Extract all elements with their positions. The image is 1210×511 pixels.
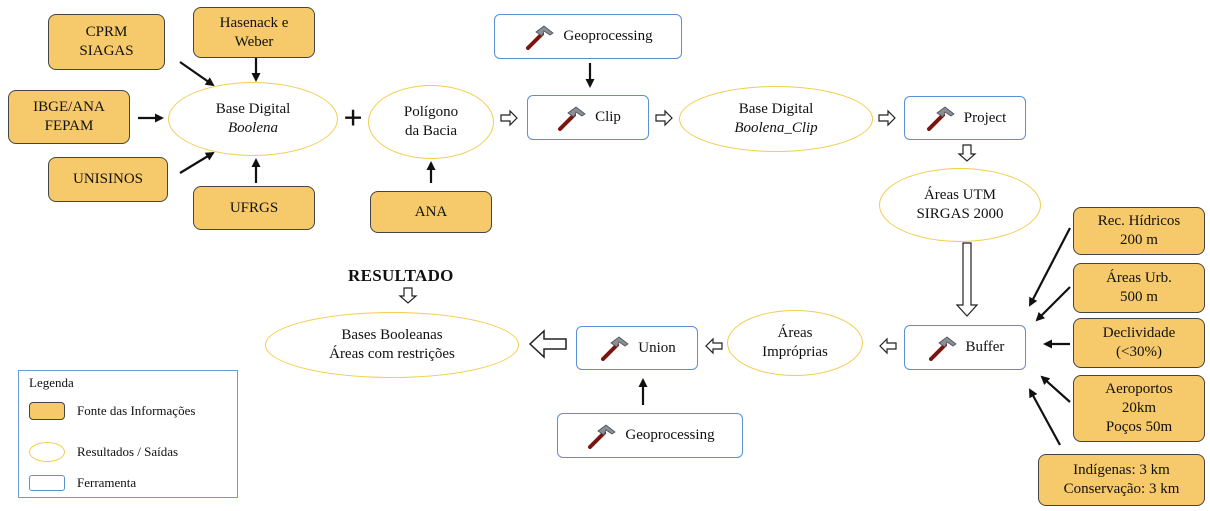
source-declividade-line2: (<30%) [1116,344,1162,360]
source-ufrgs-label: UFRGS [229,199,279,216]
output-base-digital-line1: Base Digital [215,101,291,117]
tool-project[interactable]: Project [904,96,1026,140]
output-base-clip-line1: Base Digital [738,101,814,117]
flow-arrow-project-to-areasutm [957,144,977,162]
source-hasenack-line1: Hasenack e [219,14,289,31]
plus-sign: + [343,99,363,137]
output-bases-booleanas-line2: Áreas com restrições [329,346,455,362]
tool-geoprocessing-top[interactable]: Geoprocessing [494,14,682,59]
source-rechidricos-line2: 200 m [1120,232,1158,248]
flow-arrow-improprias-to-union [705,337,723,355]
source-unisinos-label: UNISINOS [72,171,143,187]
source-areasurb-line1: Áreas Urb. [1106,270,1172,286]
legend-label-tool: Ferramenta [77,475,137,490]
source-ana: ANA [370,191,492,233]
legend-label-source: Fonte das Informações [77,403,196,418]
source-aeroportos-line2: 20km [1121,400,1157,416]
legend-title: Legenda [29,375,74,390]
source-aeroportos-line3: Poços 50m [1105,419,1173,435]
flow-arrow-resultado-down [398,287,418,304]
output-improprias-line2: Impróprias [762,344,828,360]
source-cprm-siagas: CPRM SIAGAS [48,14,165,70]
source-cprm-line2: SIAGAS [79,43,134,59]
tool-union-label: Union [638,339,676,356]
tool-geoprocessing-bottom-label: Geoprocessing [625,427,715,443]
hammer-icon [526,24,555,50]
tool-geoprocessing-bottom[interactable]: Geoprocessing [557,413,743,458]
output-poligono-line1: Polígono [403,104,459,120]
arrow-areasurb-to-buffer [1035,286,1071,322]
legend-label-output: Resultados / Saídas [77,444,179,459]
tool-project-label: Project [963,109,1007,126]
output-areas-utm-line1: Áreas UTM [923,187,997,203]
hammer-icon [588,423,617,449]
tool-union[interactable]: Union [576,326,698,370]
legend-swatch-tool [29,475,65,491]
source-declividade: Declividade (<30%) [1073,318,1205,368]
source-indigenas-line1: Indígenas: 3 km [1073,462,1170,478]
legend-swatch-source [29,402,65,420]
output-improprias-line1: Áreas [777,325,813,341]
source-areasurb-line2: 500 m [1120,289,1158,305]
arrow-aeroportos-to-buffer [1040,375,1071,403]
hammer-icon [926,106,955,131]
source-indigenas-conservacao: Indígenas: 3 km Conservação: 3 km [1038,454,1205,506]
legend-swatch-output [29,442,65,462]
legend-item-source: Fonte das Informações [29,402,195,420]
source-cprm-line1: CPRM [85,24,128,40]
source-hasenack-line2: Weber [234,33,274,50]
source-hasenack-weber: Hasenack e Weber [193,7,315,58]
source-declividade-line1: Declividade [1102,325,1176,341]
flow-arrow-union-to-result [528,329,567,359]
source-rechidricos-line1: Rec. Hídricos [1097,213,1181,229]
arrow-indigenas-to-buffer [1029,388,1061,446]
hammer-icon [558,105,586,131]
arrow-cprm-to-base [179,61,215,87]
source-ibge-line2: FEPAM [44,118,94,134]
legend-item-tool: Ferramenta [29,475,136,491]
source-aeroportos-line1: Aeroportos [1105,381,1173,397]
arrow-rechidricos-to-buffer [1029,227,1071,307]
source-indigenas-line2: Conservação: 3 km [1063,481,1180,497]
result-title: RESULTADO [348,266,454,285]
hammer-icon [601,336,629,361]
output-poligono-bacia: Polígono da Bacia [368,85,494,159]
arrow-unisinos-to-base [179,151,215,174]
flow-arrow-areasutm-to-buffer [955,242,979,317]
tool-clip-label: Clip [595,109,621,125]
source-ibge-ana-fepam: IBGE/ANA FEPAM [8,90,130,144]
source-ana-label: ANA [414,203,448,220]
source-unisinos: UNISINOS [48,157,168,202]
tool-clip[interactable]: Clip [527,95,649,140]
source-ibge-line1: IBGE/ANA [33,99,105,115]
output-areas-utm: Áreas UTM SIRGAS 2000 [879,168,1041,242]
output-base-clip-line2: Boolena_Clip [734,120,818,136]
legend-item-output: Resultados / Saídas [29,442,178,462]
legend: Legenda Fonte das Informações Resultados… [18,370,238,498]
output-poligono-line2: da Bacia [404,123,458,139]
output-base-digital-line2: Boolena [227,120,278,136]
tool-buffer[interactable]: Buffer [904,325,1026,370]
tool-geoprocessing-top-label: Geoprocessing [563,28,653,44]
output-areas-utm-line2: SIRGAS 2000 [916,206,1004,222]
flow-arrow-buffer-to-improprias [879,337,897,355]
flow-arrow-poligono-to-clip [500,109,518,127]
output-bases-booleanas-line1: Bases Booleanas [341,327,443,343]
flow-arrow-clip-to-baseclip [655,109,673,127]
tool-buffer-label: Buffer [965,339,1005,355]
source-areas-urb: Áreas Urb. 500 m [1073,263,1205,313]
source-rec-hidricos: Rec. Hídricos 200 m [1073,207,1205,255]
flow-arrow-baseclip-to-project [878,109,896,127]
hammer-icon [928,335,957,361]
source-ufrgs: UFRGS [193,186,315,230]
